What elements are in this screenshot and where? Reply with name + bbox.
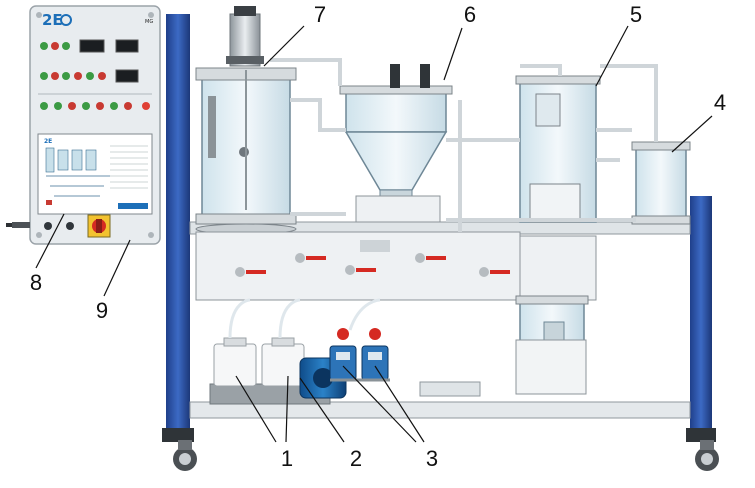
right-foot xyxy=(686,428,716,442)
caster-wheel-left xyxy=(173,440,197,471)
digital-display-2 xyxy=(115,39,139,53)
power-plug xyxy=(6,222,30,228)
frame xyxy=(162,14,716,442)
reactor-motor xyxy=(226,6,264,67)
callout-8: 8 xyxy=(30,270,42,295)
callout-7: 7 xyxy=(314,2,326,27)
frame-right-post xyxy=(690,196,712,434)
callout-4: 4 xyxy=(714,90,726,115)
process-schematic: 2E xyxy=(37,133,153,215)
callout-6: 6 xyxy=(464,2,476,27)
manifold-panel xyxy=(195,231,597,301)
leader-lines xyxy=(35,25,713,443)
settling-tank xyxy=(339,64,453,223)
callout-9: 9 xyxy=(96,298,108,323)
panel-logo-ring xyxy=(60,14,72,26)
panel-button-1 xyxy=(44,222,52,230)
tubing xyxy=(228,298,381,339)
panel-badge: MG xyxy=(145,19,153,25)
callout-3: 3 xyxy=(426,446,438,471)
discharge-box xyxy=(515,339,587,395)
panel-brand-logo: 2E xyxy=(42,11,63,29)
reactor-vessel xyxy=(195,67,297,235)
piping xyxy=(270,58,658,232)
main-switch xyxy=(87,214,111,238)
frame-lower-rail xyxy=(189,401,691,419)
panel-button-2 xyxy=(66,222,74,230)
digital-display-3 xyxy=(115,69,139,83)
callout-2: 2 xyxy=(350,446,362,471)
indicator-lights xyxy=(40,42,150,110)
small-vessel xyxy=(631,141,691,225)
dosing-pumps xyxy=(329,328,390,382)
frame-left-post xyxy=(166,14,190,434)
digital-display-1 xyxy=(79,39,105,53)
base-strip xyxy=(419,381,481,397)
schematic-brand-logo: 2E xyxy=(44,138,52,145)
treatment-column xyxy=(515,75,601,223)
caster-wheel-right xyxy=(695,440,719,471)
callout-5: 5 xyxy=(630,2,642,27)
chemical-bins xyxy=(213,337,305,387)
left-foot xyxy=(162,428,194,442)
callout-1: 1 xyxy=(281,446,293,471)
